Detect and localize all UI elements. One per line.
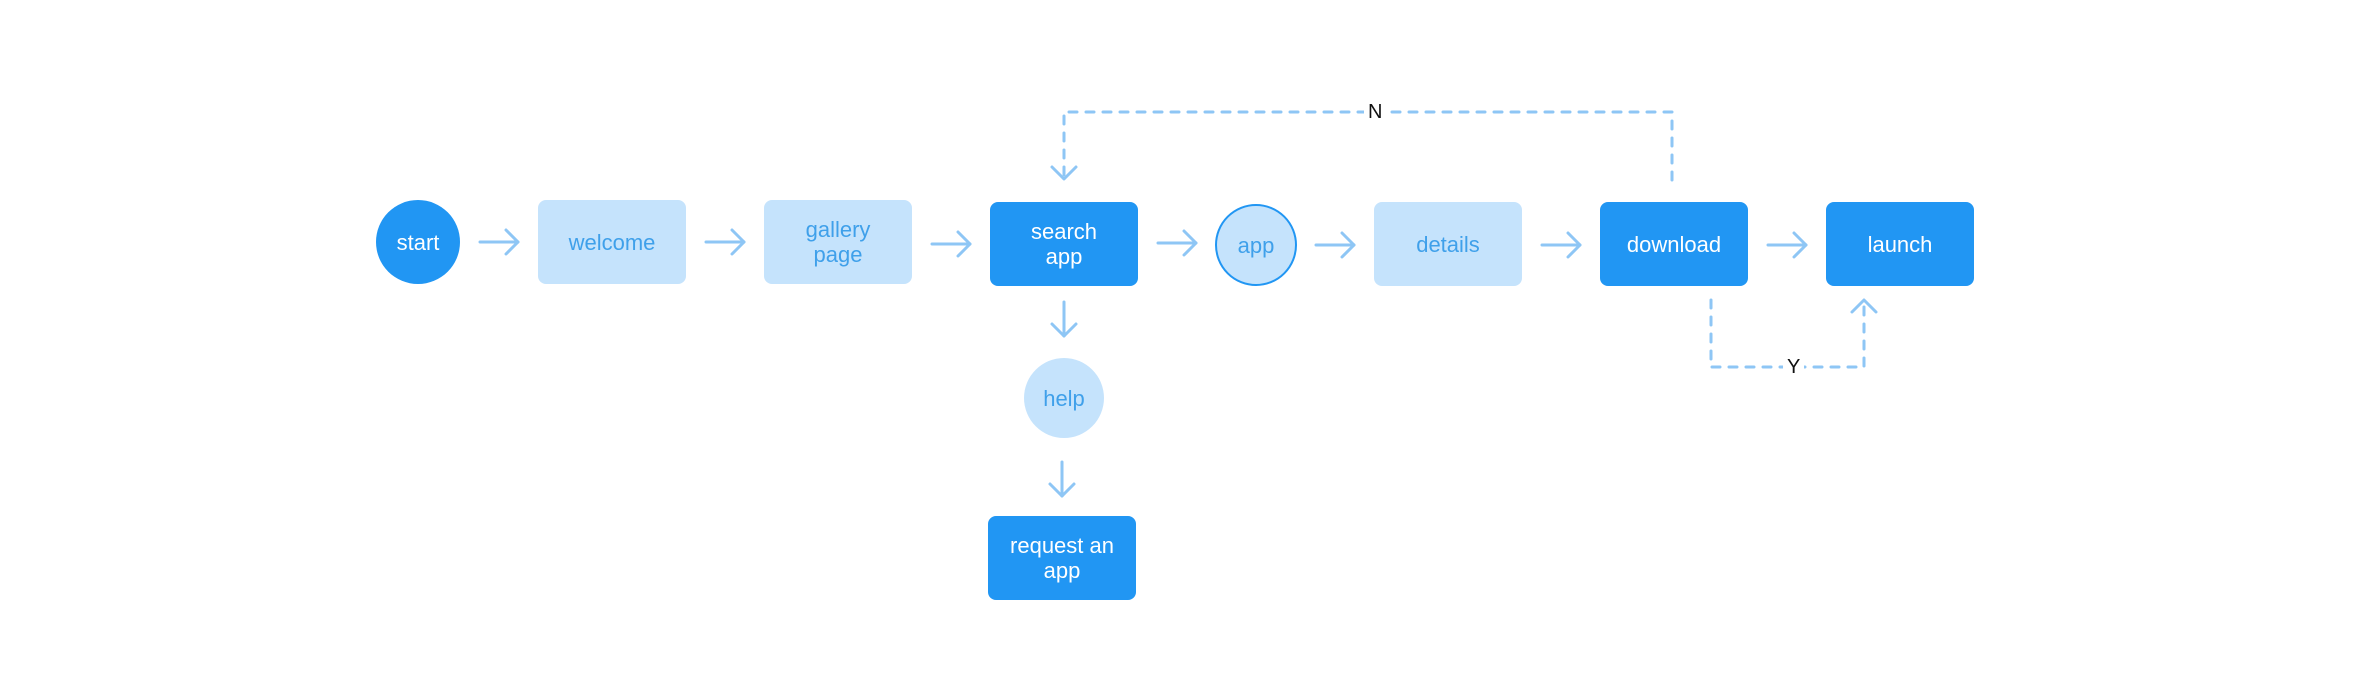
node-help-label: help [1043,385,1085,411]
node-download: download [1600,202,1748,286]
node-launch: launch [1826,202,1974,286]
node-gallery-page-label: gallery page [805,217,871,267]
arrow-welcome-to-gallery [704,228,746,256]
arrow-start-to-welcome [478,228,520,256]
node-search-app-label: search app [1030,219,1098,269]
arrow-help-to-request [1048,460,1076,498]
node-app: app [1215,204,1297,286]
node-welcome: welcome [538,200,686,284]
arrow-details-to-download [1540,231,1582,259]
node-request-an-app-label: request an app [1010,533,1114,583]
node-start-label: start [396,229,440,255]
node-details: details [1374,202,1522,286]
node-download-label: download [1626,231,1722,257]
arrow-search-to-help [1050,300,1078,338]
node-start: start [376,200,460,284]
node-request-an-app: request an app [988,516,1136,600]
node-gallery-page: gallery page [764,200,912,284]
node-launch-label: launch [1867,231,1933,257]
arrow-download-to-launch [1766,231,1808,259]
no-branch-label: N [1364,101,1387,123]
node-details-label: details [1416,231,1480,257]
node-app-label: app [1237,232,1275,258]
yes-branch-label: Y [1783,356,1805,378]
node-help: help [1024,358,1104,438]
node-welcome-label: welcome [568,229,656,255]
arrow-search-to-app [1156,229,1198,257]
arrow-app-to-details [1314,231,1356,259]
node-search-app: search app [990,202,1138,286]
no-branch-connector [1050,110,1674,182]
arrow-gallery-to-search [930,230,972,258]
